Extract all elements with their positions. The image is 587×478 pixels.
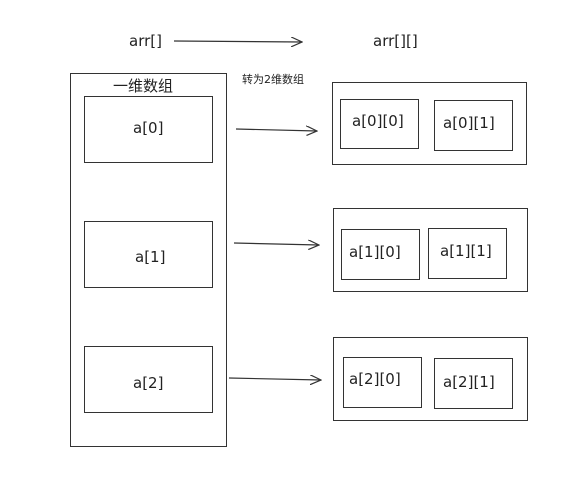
two-dim-cell-1-1: a[1][1] <box>428 228 507 279</box>
cell-label: a[2][0] <box>349 370 401 388</box>
arr-2d-label: arr[][] <box>373 32 418 50</box>
two-dim-cell-2-0: a[2][0] <box>343 357 422 408</box>
two-dim-cell-1-0: a[1][0] <box>341 229 420 280</box>
one-dim-array-title: 一维数组 <box>113 77 174 95</box>
row-arrow-2 <box>228 378 321 380</box>
array-element-1: a[1] <box>84 221 213 288</box>
two-dim-cell-0-0: a[0][0] <box>340 99 419 149</box>
cell-label: a[0][1] <box>443 114 495 132</box>
array-element-label: a[0] <box>133 119 164 137</box>
array-element-label: a[1] <box>135 248 166 266</box>
header-arrow <box>173 41 302 42</box>
array-element-2: a[2] <box>84 346 213 413</box>
row-arrow-0 <box>235 129 317 131</box>
array-element-0: a[0] <box>84 96 213 163</box>
cell-label: a[1][0] <box>349 243 401 261</box>
row-arrow-1 <box>233 243 319 245</box>
cell-label: a[2][1] <box>443 373 495 391</box>
two-dim-cell-2-1: a[2][1] <box>434 358 513 409</box>
array-element-label: a[2] <box>133 374 164 392</box>
arr-1d-label: arr[] <box>129 32 162 50</box>
two-dim-cell-0-1: a[0][1] <box>434 100 513 151</box>
convert-label: 转为2维数组 <box>242 73 304 86</box>
cell-label: a[0][0] <box>352 112 404 130</box>
cell-label: a[1][1] <box>440 242 492 260</box>
